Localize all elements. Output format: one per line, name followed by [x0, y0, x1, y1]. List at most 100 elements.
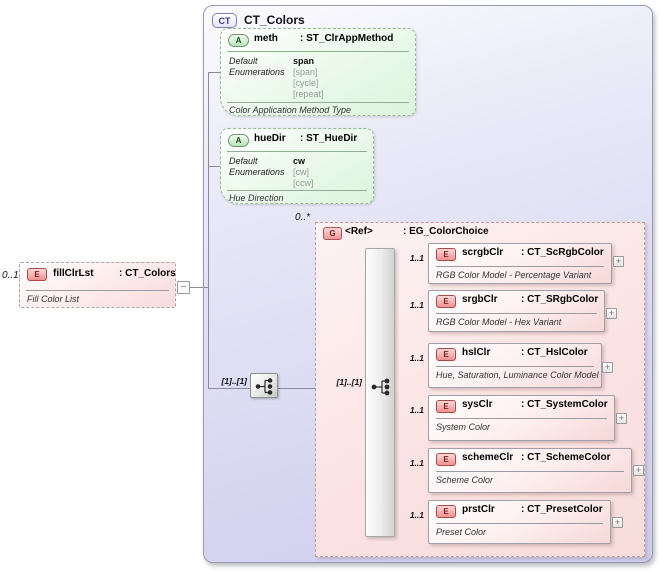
separator — [436, 366, 594, 367]
default-value: cw — [293, 156, 306, 166]
enum-value: [repeat] — [293, 89, 324, 99]
root-element-box: E fillClrLst : CT_Colors Fill Color List — [19, 262, 176, 308]
sequence-toggle-button[interactable] — [250, 373, 278, 398]
cardinality-label: 1..1 — [409, 300, 424, 310]
element-name: hslClr — [462, 347, 491, 358]
attribute-box-huedir: A hueDir : ST_HueDir Default cw Enumerat… — [220, 128, 374, 204]
plus-icon: + — [608, 308, 615, 318]
expand-button[interactable]: + — [633, 465, 644, 476]
enum-value: [cw] — [293, 167, 310, 177]
cardinality-label: 1..1 — [409, 253, 424, 263]
plus-icon: + — [614, 517, 621, 527]
cardinality-label: 1..1 — [409, 405, 424, 415]
complex-type-title: CT_Colors — [244, 13, 305, 27]
element-name: schemeClr — [462, 452, 514, 463]
attribute-description: Color Application Method Type — [229, 105, 352, 115]
element-name: sysClr — [462, 399, 493, 410]
default-value: span — [293, 56, 315, 66]
element-badge-icon: E — [436, 295, 456, 308]
element-type: : CT_SchemeColor — [521, 452, 611, 463]
default-label: Default — [229, 156, 258, 166]
sequence-cardinality-label: [1]..[1] — [221, 376, 248, 386]
separator — [227, 51, 409, 52]
choice-bar[interactable] — [365, 248, 395, 537]
attribute-badge-icon: A — [228, 134, 249, 147]
sequence-icon — [255, 378, 273, 395]
root-element-description: Fill Color List — [27, 294, 80, 304]
separator — [436, 313, 597, 314]
element-badge-icon: E — [436, 505, 456, 518]
attribute-name: meth — [254, 33, 278, 44]
choice-icon — [371, 378, 390, 396]
element-description: RGB Color Model - Percentage Variant — [436, 270, 592, 280]
element-type: : CT_PresetColor — [521, 504, 603, 515]
element-description: Preset Color — [436, 527, 487, 537]
cardinality-label: 1..1 — [409, 510, 424, 520]
element-type: : CT_SystemColor — [521, 399, 608, 410]
collapse-button[interactable]: − — [177, 281, 190, 294]
enumerations-label: Enumerations — [229, 167, 285, 177]
complex-type-badge-icon: CT — [212, 13, 237, 28]
separator — [436, 418, 607, 419]
separator — [227, 151, 367, 152]
attribute-type: : ST_HueDir — [300, 133, 358, 144]
attribute-box-meth: A meth : ST_ClrAppMethod Default span En… — [220, 28, 416, 116]
connector-line — [190, 287, 208, 288]
group-cardinality-label: 0..* — [295, 212, 311, 223]
element-box-schemeclr: E schemeClr : CT_SchemeColor Scheme Colo… — [428, 448, 632, 493]
attribute-description: Hue Direction — [229, 193, 284, 203]
expand-button[interactable]: + — [613, 256, 624, 267]
element-description: Scheme Color — [436, 475, 494, 485]
cardinality-label: 1..1 — [409, 353, 424, 363]
plus-icon: + — [618, 413, 625, 423]
enum-value: [cycle] — [293, 78, 319, 88]
connector-line — [208, 72, 209, 389]
connector-line — [208, 72, 221, 73]
expand-button[interactable]: + — [612, 517, 623, 528]
element-name: scrgbClr — [462, 247, 504, 258]
element-description: Hue, Saturation, Luminance Color Model — [436, 370, 599, 380]
minus-icon: − — [180, 282, 187, 293]
root-cardinality-label: 0..1 — [2, 270, 19, 281]
attribute-name: hueDir — [254, 133, 286, 144]
element-type: : CT_ScRgbColor — [521, 247, 604, 258]
element-type: : CT_SRgbColor — [521, 294, 599, 305]
separator — [227, 190, 367, 191]
element-badge-icon: E — [436, 453, 456, 466]
attribute-type: : ST_ClrAppMethod — [300, 33, 394, 44]
element-box-hslclr: E hslClr : CT_HslColor Hue, Saturation, … — [428, 343, 602, 388]
attribute-badge-icon: A — [228, 34, 249, 47]
element-box-prstclr: E prstClr : CT_PresetColor Preset Color — [428, 500, 611, 544]
group-type: : EG_ColorChoice — [403, 226, 489, 237]
cardinality-label: 1..1 — [409, 458, 424, 468]
element-name: srgbClr — [462, 294, 498, 305]
expand-button[interactable]: + — [606, 308, 617, 319]
plus-icon: + — [604, 362, 611, 372]
element-description: RGB Color Model - Hex Variant — [436, 317, 562, 327]
element-box-srgbclr: E srgbClr : CT_SRgbColor RGB Color Model… — [428, 290, 605, 332]
group-name: <Ref> — [345, 226, 373, 237]
separator — [436, 266, 604, 267]
connector-line — [208, 166, 221, 167]
plus-icon: + — [635, 465, 642, 475]
connector-line — [208, 388, 250, 389]
element-name: prstClr — [462, 504, 495, 515]
expand-button[interactable]: + — [602, 362, 613, 373]
separator — [436, 471, 624, 472]
enum-value: [span] — [293, 67, 318, 77]
separator — [26, 290, 169, 291]
separator — [436, 523, 603, 524]
group-badge-icon: G — [323, 227, 342, 240]
element-badge-icon: E — [436, 348, 456, 361]
separator — [227, 102, 409, 103]
root-element-type: : CT_Colors — [119, 268, 176, 279]
plus-icon: + — [615, 256, 622, 266]
element-box-sysclr: E sysClr : CT_SystemColor System Color — [428, 395, 615, 441]
expand-button[interactable]: + — [616, 413, 627, 424]
element-type: : CT_HslColor — [521, 347, 588, 358]
enumerations-label: Enumerations — [229, 67, 285, 77]
element-badge-icon: E — [436, 248, 456, 261]
element-description: System Color — [436, 422, 491, 432]
root-element-name: fillClrLst — [53, 268, 94, 279]
